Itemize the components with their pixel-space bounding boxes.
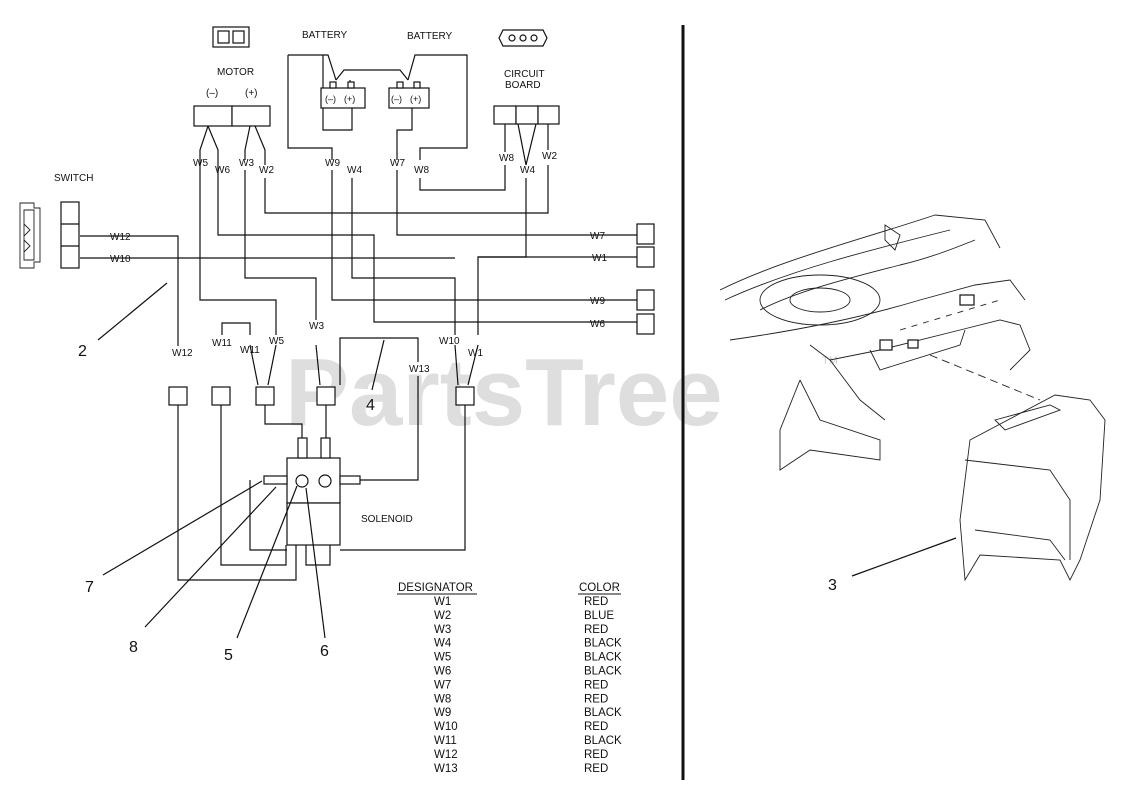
circuit-board-block <box>493 105 560 125</box>
motor-label: MOTOR <box>217 67 254 78</box>
table-header-designator: DESIGNATOR <box>398 582 473 594</box>
callout-8: 8 <box>129 639 138 656</box>
wire-tag: W5 <box>269 336 284 347</box>
wire-tag: W10 <box>439 336 460 347</box>
battery-jumper <box>335 69 409 81</box>
switch-icon <box>19 202 41 269</box>
wire-tag: W9 <box>325 158 340 169</box>
right-connectors <box>636 223 655 335</box>
table-cell-color: BLACK <box>584 638 622 650</box>
wire-tag: W3 <box>309 321 324 332</box>
lower-wiring <box>177 322 479 581</box>
table-cell-designator: W5 <box>434 652 451 664</box>
table-cell-color: RED <box>584 596 608 608</box>
battery-right-label: BATTERY <box>407 31 453 42</box>
table-cell-designator: W9 <box>434 707 451 719</box>
circuit-board-connector-icon <box>498 29 548 47</box>
callout-5: 5 <box>224 647 233 664</box>
switch-block <box>60 201 80 269</box>
callout-3: 3 <box>828 577 837 594</box>
table-cell-designator: W3 <box>434 624 451 636</box>
circuit-label-2: BOARD <box>505 80 541 91</box>
wire-tag: W4 <box>520 165 535 176</box>
table-cell-color: RED <box>584 679 608 691</box>
table-cell-designator: W2 <box>434 610 451 622</box>
table-cell-color: RED <box>584 624 608 636</box>
wire-tag: W4 <box>347 165 362 176</box>
motor-block <box>193 105 271 127</box>
table-cell-designator: W7 <box>434 679 451 691</box>
wire-tag: W5 <box>193 158 208 169</box>
svg-text:(+): (+) <box>344 94 355 104</box>
table-cell-color: BLACK <box>584 707 622 719</box>
table-cell-color: BLUE <box>584 610 614 622</box>
wire-tag: W7 <box>390 158 405 169</box>
svg-text:(–): (–) <box>391 94 402 104</box>
battery-right: (–) (+) <box>388 81 430 109</box>
table-cell-color: BLACK <box>584 652 622 664</box>
solenoid-label: SOLENOID <box>361 514 413 525</box>
table-cell-designator: W12 <box>434 749 458 761</box>
wire-tag: W10 <box>110 254 131 265</box>
watermark-text: PartsTree <box>285 339 723 446</box>
callout-6: 6 <box>320 643 329 660</box>
callout-2: 2 <box>78 343 87 360</box>
motor-neg-label: (–) <box>206 88 218 99</box>
switch-label: SWITCH <box>54 173 93 184</box>
solenoid <box>263 437 361 546</box>
table-cell-color: RED <box>584 693 608 705</box>
table-cell-color: RED <box>584 721 608 733</box>
battery-frame-left <box>287 55 333 160</box>
lower-connectors <box>168 386 475 406</box>
callout-7: 7 <box>85 579 94 596</box>
wire-tag: W1 <box>468 348 483 359</box>
battery-left: (–) (+) <box>320 81 366 109</box>
callout-leaders <box>97 282 957 639</box>
table-cell-designator: W11 <box>434 735 457 747</box>
wire-runs <box>80 165 637 346</box>
wire-tag: W2 <box>542 151 557 162</box>
table-cell-designator: W4 <box>434 638 452 650</box>
motor-pos-label: (+) <box>245 88 258 99</box>
wire-tag: W7 <box>590 231 605 242</box>
table-cell-color: BLACK <box>584 735 622 747</box>
watermark-tm: TM <box>822 355 838 367</box>
battery-left-label: BATTERY <box>302 30 348 41</box>
wire-tag: W8 <box>499 153 514 164</box>
wire-tag: W11 <box>212 338 232 349</box>
wire-tag: W13 <box>409 364 430 375</box>
motor-connector-icon <box>212 26 250 48</box>
table-cell-designator: W10 <box>434 721 458 733</box>
table-cell-color: RED <box>584 749 608 761</box>
wire-tag: W6 <box>590 319 605 330</box>
circuit-label-1: CIRCUIT <box>504 69 545 80</box>
wire-tag: W1 <box>592 253 607 264</box>
wire-tag: W8 <box>414 165 429 176</box>
table-cell-designator: W13 <box>434 763 458 775</box>
table-cell-color: RED <box>584 763 608 775</box>
table-cell-designator: W8 <box>434 693 451 705</box>
wire-tag: W6 <box>215 165 230 176</box>
svg-text:(+): (+) <box>410 94 421 104</box>
table-cell-color: BLACK <box>584 666 622 678</box>
table-header-color: COLOR <box>579 582 620 594</box>
wire-tag: W12 <box>110 232 131 243</box>
wire-tag: W9 <box>590 296 605 307</box>
wire-tag: W2 <box>259 165 274 176</box>
svg-text:(–): (–) <box>325 94 336 104</box>
battery-frame-right <box>407 54 468 160</box>
table-cell-designator: W1 <box>434 596 451 608</box>
wire-tag: W3 <box>239 158 254 169</box>
callout-4: 4 <box>366 397 375 414</box>
wire-tag: W11 <box>240 345 260 356</box>
wire-tag: W12 <box>172 348 193 359</box>
mower-assembly-illustration <box>719 214 1106 582</box>
table-cell-designator: W6 <box>434 666 451 678</box>
